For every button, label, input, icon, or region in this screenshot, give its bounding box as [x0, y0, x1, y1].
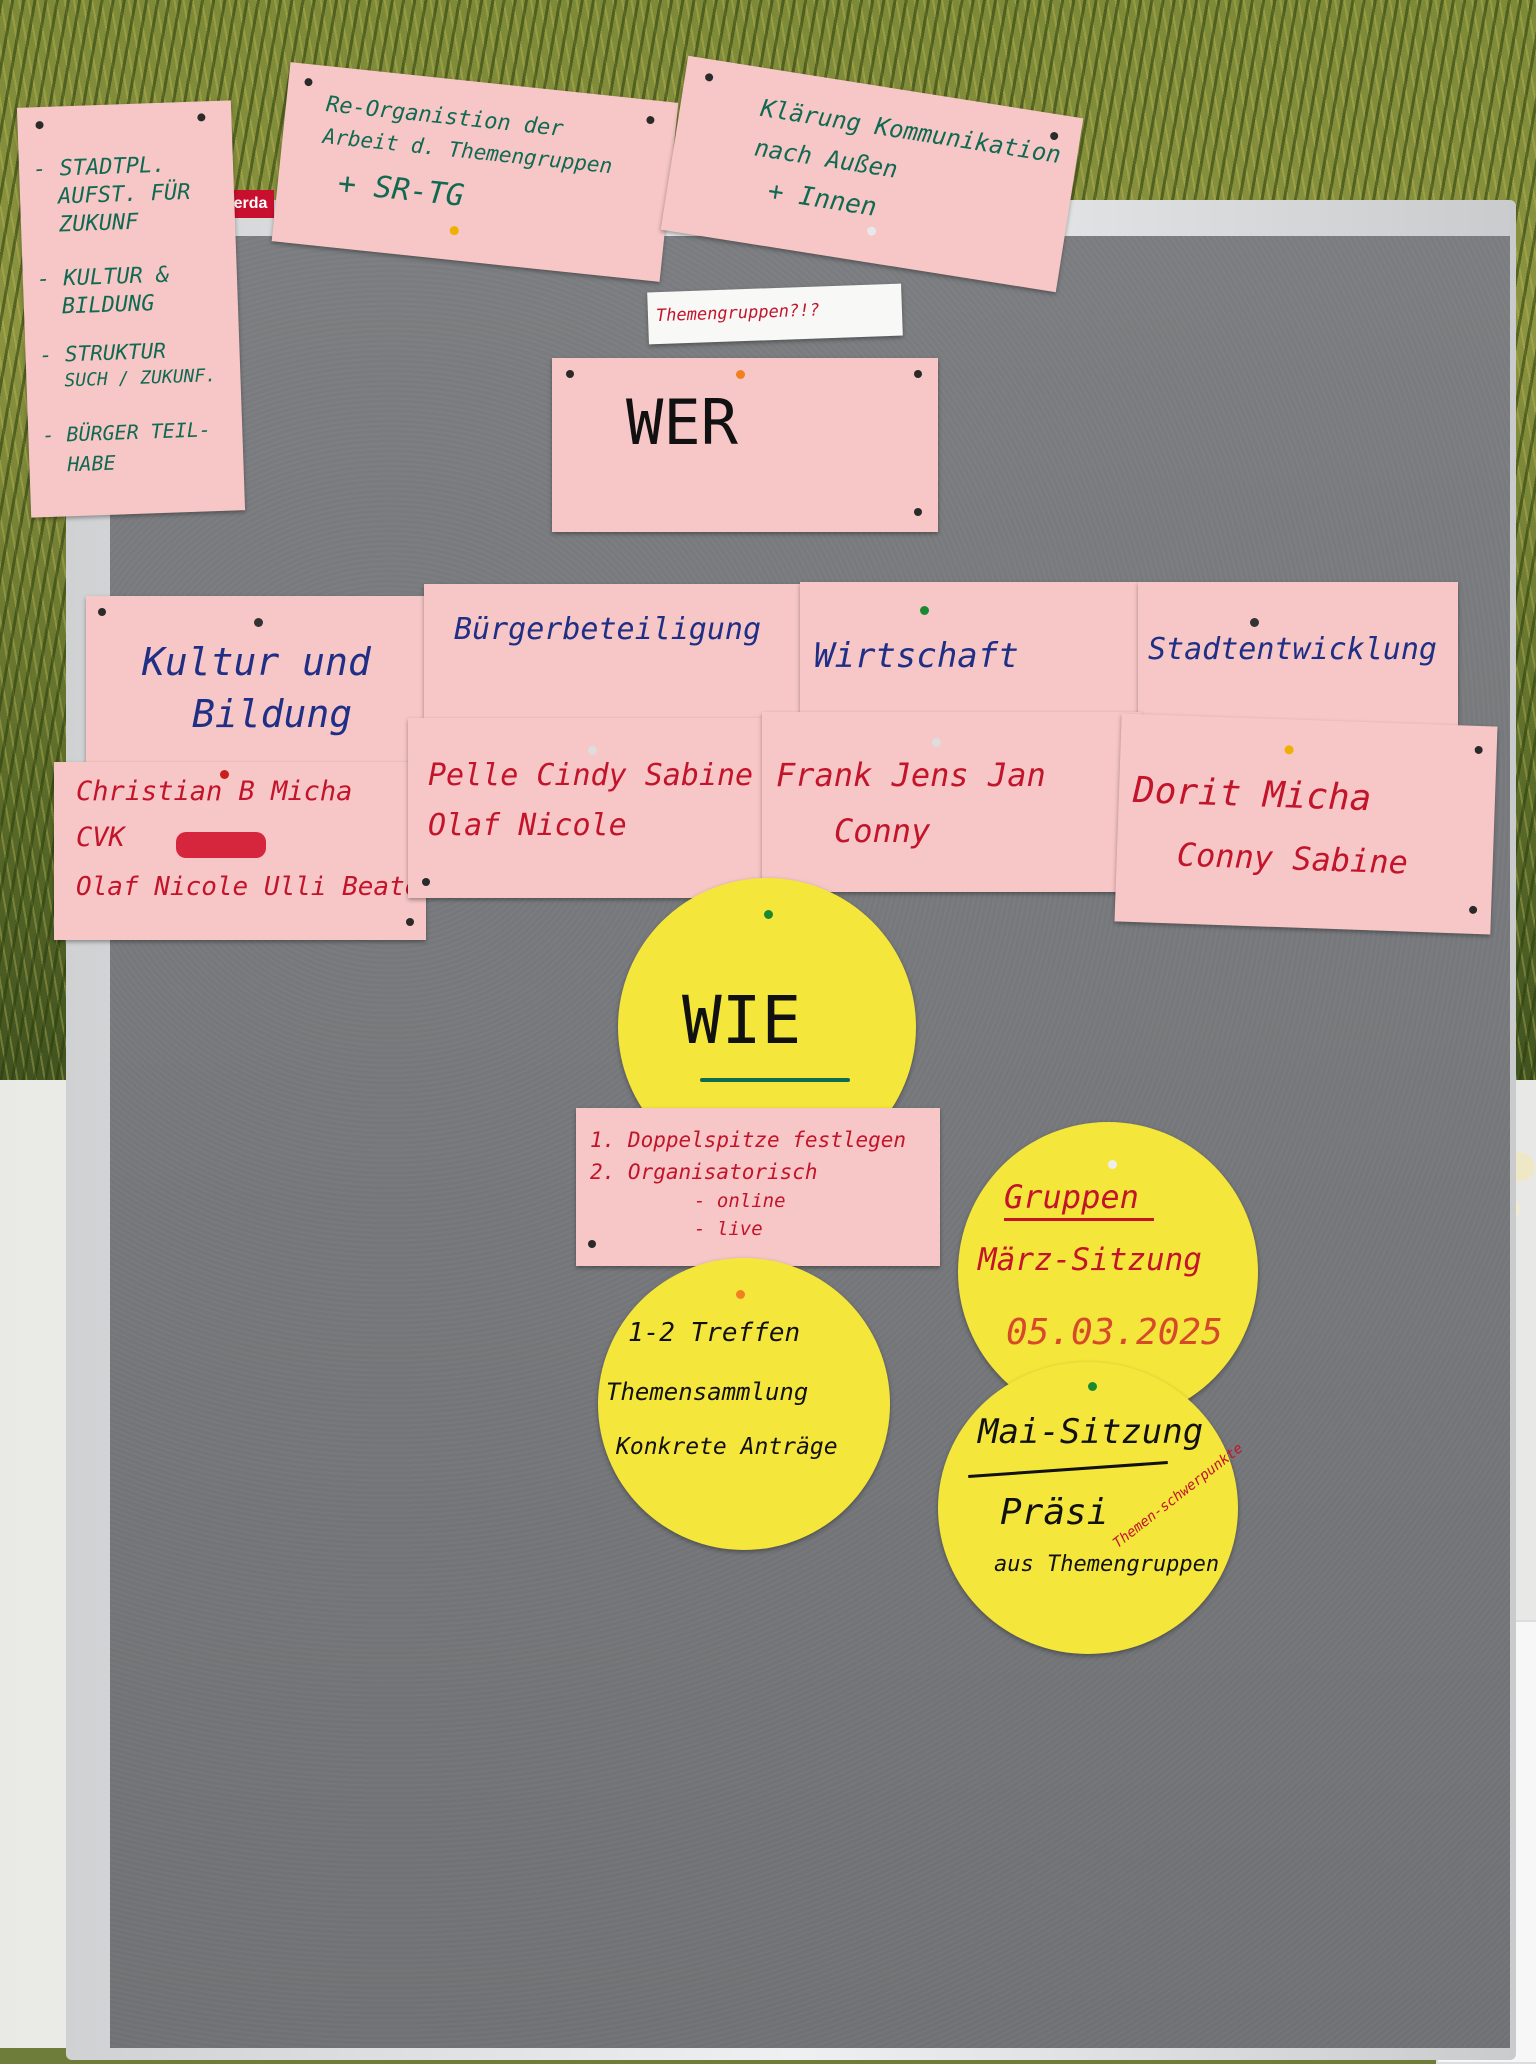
card-names-buergerbeteiligung: Pelle Cindy Sabine Olaf Nicole — [408, 718, 784, 898]
treffen-line: 1-2 Treffen — [628, 1318, 801, 1348]
gruppen-line: 05.03.2025 — [1006, 1312, 1223, 1353]
scribbled-out-name — [176, 832, 266, 858]
card-left-list: - STADTPL. AUFST. FÜR ZUKUNF - KULTUR & … — [16, 100, 246, 518]
circle-gruppen: Gruppen März-Sitzung 05.03.2025 — [958, 1122, 1258, 1422]
category-title: Wirtschaft — [814, 636, 1019, 676]
mai-line: aus Themengruppen — [994, 1552, 1220, 1577]
circle-treffen: 1-2 Treffen Themensammlung Konkrete Antr… — [598, 1258, 890, 1550]
list-line: AUFST. FÜR — [57, 179, 191, 210]
list-line: BILDUNG — [61, 291, 155, 320]
gruppen-line: Gruppen — [1004, 1178, 1139, 1216]
steps-line: - live — [694, 1218, 763, 1240]
names-line: Conny Sabine — [1176, 835, 1409, 882]
wer-title: WER — [626, 386, 738, 459]
steps-line: - online — [694, 1190, 786, 1212]
steps-line: 1. Doppelspitze festlegen — [590, 1128, 907, 1152]
card-names-wirtschaft: Frank Jens Jan Conny — [762, 712, 1142, 892]
list-line: - BÜRGER TEIL- — [41, 417, 212, 448]
treffen-line: Konkrete Anträge — [616, 1434, 838, 1460]
names-line: Conny — [834, 812, 931, 850]
card-names-kultur: Christian B Micha CVK Olaf Nicole Ulli B… — [54, 762, 426, 940]
wie-underline — [700, 1078, 850, 1082]
circle-mai: Mai-Sitzung Präsi aus Themengruppen Them… — [938, 1362, 1246, 1654]
category-title: Bürgerbeteiligung — [454, 612, 762, 647]
card-themengruppen-strip: Themengruppen?!? — [647, 283, 903, 345]
category-title: Bildung — [192, 692, 353, 736]
names-line: Christian B Micha — [76, 776, 353, 807]
card-names-stadtentwicklung: Dorit Micha Conny Sabine — [1114, 713, 1498, 935]
wie-title: WIE — [682, 982, 802, 1059]
names-line: Dorit Micha — [1132, 769, 1373, 820]
list-line: HABE — [66, 450, 116, 477]
category-title: Stadtentwicklung — [1148, 632, 1437, 667]
card-category-kultur: Kultur und Bildung — [86, 596, 464, 766]
list-line: - STADTPL. — [32, 152, 166, 183]
card-wer: WER — [552, 358, 938, 532]
list-line: - KULTUR & — [36, 262, 170, 293]
klaerung-line: + Innen — [765, 176, 879, 223]
reorg-line: + SR-TG — [336, 165, 466, 214]
mai-underline — [968, 1461, 1168, 1478]
names-line: Pelle Cindy Sabine — [428, 758, 754, 793]
names-line: Olaf Nicole Ulli Beate — [76, 872, 421, 902]
mai-line: Präsi — [1000, 1492, 1109, 1533]
list-line: - STRUKTUR — [39, 338, 167, 368]
mai-line: Mai-Sitzung — [978, 1412, 1204, 1452]
names-line: CVK — [76, 822, 125, 853]
category-title: Kultur und — [142, 640, 371, 684]
treffen-line: Themensammlung — [606, 1378, 809, 1406]
mai-side-note: Themen-schwerpunkte — [1110, 1440, 1247, 1552]
card-category-wirtschaft: Wirtschaft — [800, 582, 1138, 732]
themengruppen-text: Themengruppen?!? — [655, 300, 821, 327]
names-line: Olaf Nicole — [428, 808, 627, 843]
card-category-buergerbeteiligung: Bürgerbeteiligung — [424, 584, 800, 734]
list-line: ZUKUNF — [58, 209, 139, 238]
gruppen-underline — [1004, 1218, 1154, 1221]
list-line: SUCH / ZUKUNF. — [64, 365, 217, 392]
gruppen-line: März-Sitzung — [978, 1242, 1202, 1278]
names-line: Frank Jens Jan — [776, 756, 1046, 794]
card-steps: 1. Doppelspitze festlegen 2. Organisator… — [576, 1108, 940, 1266]
steps-line: 2. Organisatorisch — [590, 1160, 818, 1184]
